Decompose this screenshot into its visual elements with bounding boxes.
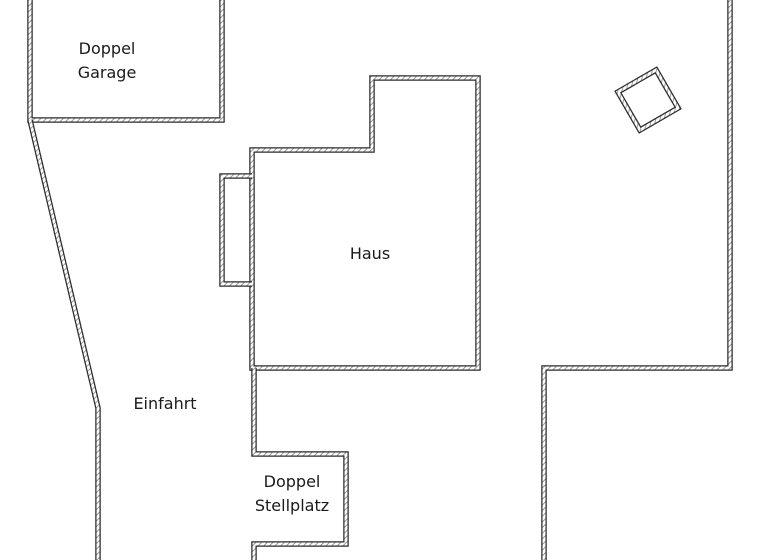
garage-label: Doppel Garage [62,37,152,85]
parking-label-line1: Doppel [263,472,321,491]
house-label: Haus [330,242,410,266]
house-label-text: Haus [349,244,391,263]
driveway-label-text: Einfahrt [133,394,197,413]
garden-boundary [541,0,733,560]
garden-square-object [614,66,682,134]
garage-label-line2: Garage [77,63,137,82]
house-bay-walls [219,173,252,287]
parking-label: Doppel Stellplatz [246,470,338,518]
parking-walls [251,368,349,560]
garage-label-line1: Doppel [78,39,136,58]
house-walls [249,75,481,371]
parking-label-line2: Stellplatz [254,496,330,515]
driveway-boundary [27,119,101,560]
driveway-label: Einfahrt [120,392,210,416]
garage-walls [27,0,225,123]
